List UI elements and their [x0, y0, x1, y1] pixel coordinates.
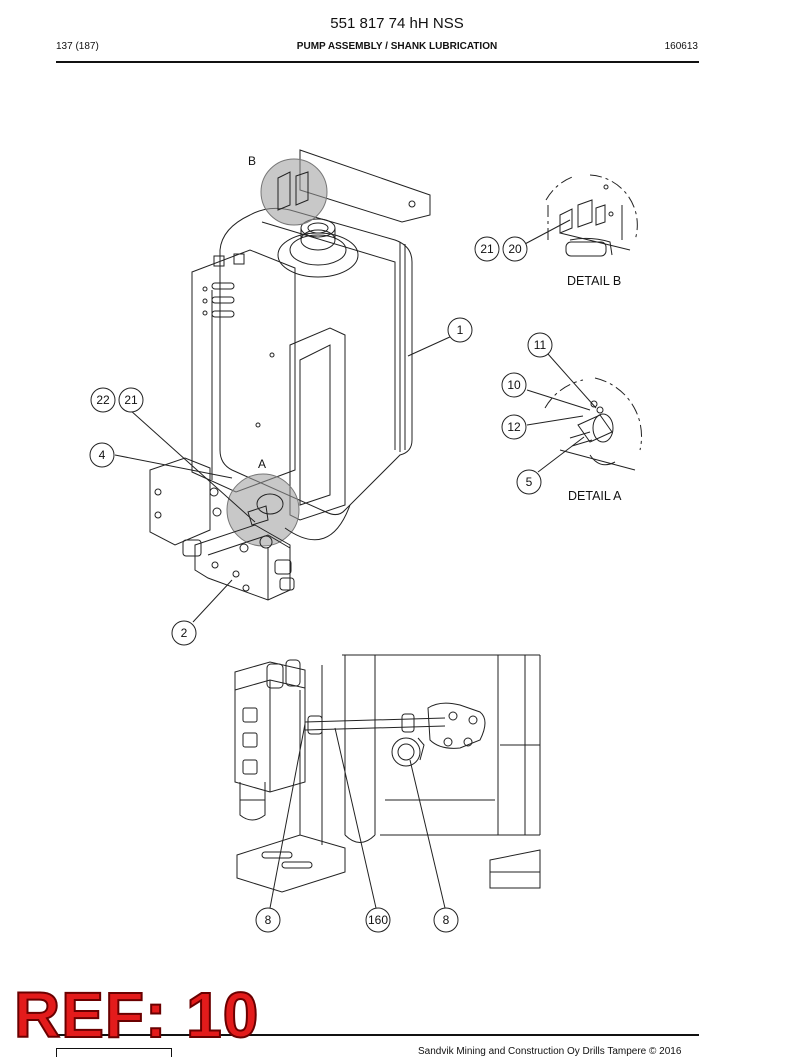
callout-circle	[118, 387, 144, 413]
callout-21: 21	[124, 393, 138, 407]
detail-b-marker: B	[248, 154, 256, 168]
footer-copyright: Sandvik Mining and Construction Oy Drill…	[418, 1046, 682, 1057]
callout-1: 1	[457, 323, 464, 337]
callout-circle	[474, 236, 500, 262]
detail-b-caption: DETAIL B	[567, 274, 621, 288]
callout-8-right: 8	[443, 913, 450, 927]
footer-rule	[56, 1034, 699, 1036]
detail-a-marker: A	[258, 457, 266, 471]
callout-21-detail-b: 21	[480, 242, 494, 256]
detail-b-area-marker	[260, 158, 328, 226]
document-number: 551 817 74 hH NSS	[330, 15, 464, 32]
header-rule	[56, 61, 699, 63]
callout-circle	[447, 317, 473, 343]
callout-circle	[516, 469, 542, 495]
callout-22: 22	[96, 393, 110, 407]
callout-circle	[502, 236, 528, 262]
callout-circle	[501, 372, 527, 398]
document-code: 160613	[664, 41, 698, 52]
callout-circle	[365, 907, 391, 933]
callout-4: 4	[99, 448, 106, 462]
callout-11: 11	[534, 338, 547, 352]
callout-circle	[89, 442, 115, 468]
callout-circle	[501, 414, 527, 440]
callout-2: 2	[181, 626, 188, 640]
callout-12: 12	[507, 420, 521, 434]
callout-160: 160	[368, 913, 388, 927]
ref-stamp: REF: 10	[13, 979, 260, 1051]
callout-circle	[255, 907, 281, 933]
callouts	[89, 236, 553, 933]
detail-a-caption: DETAIL A	[568, 489, 622, 503]
detail-a-view	[544, 377, 643, 471]
page-title: PUMP ASSEMBLY / SHANK LUBRICATION	[296, 41, 498, 52]
callout-10: 10	[507, 378, 521, 392]
pump-valve-block	[149, 457, 295, 601]
callout-circle	[527, 332, 553, 358]
callout-circle	[90, 387, 116, 413]
page-number: 137 (187)	[56, 41, 99, 52]
leader-lines	[114, 219, 597, 909]
callout-20: 20	[508, 242, 522, 256]
callout-8-left: 8	[265, 913, 272, 927]
detail-a-area-marker	[226, 473, 300, 547]
callout-circle	[433, 907, 459, 933]
detail-b-view	[545, 174, 638, 257]
shank-lubrication-assembly	[234, 654, 541, 893]
callout-5: 5	[526, 475, 533, 489]
callout-circle	[171, 620, 197, 646]
